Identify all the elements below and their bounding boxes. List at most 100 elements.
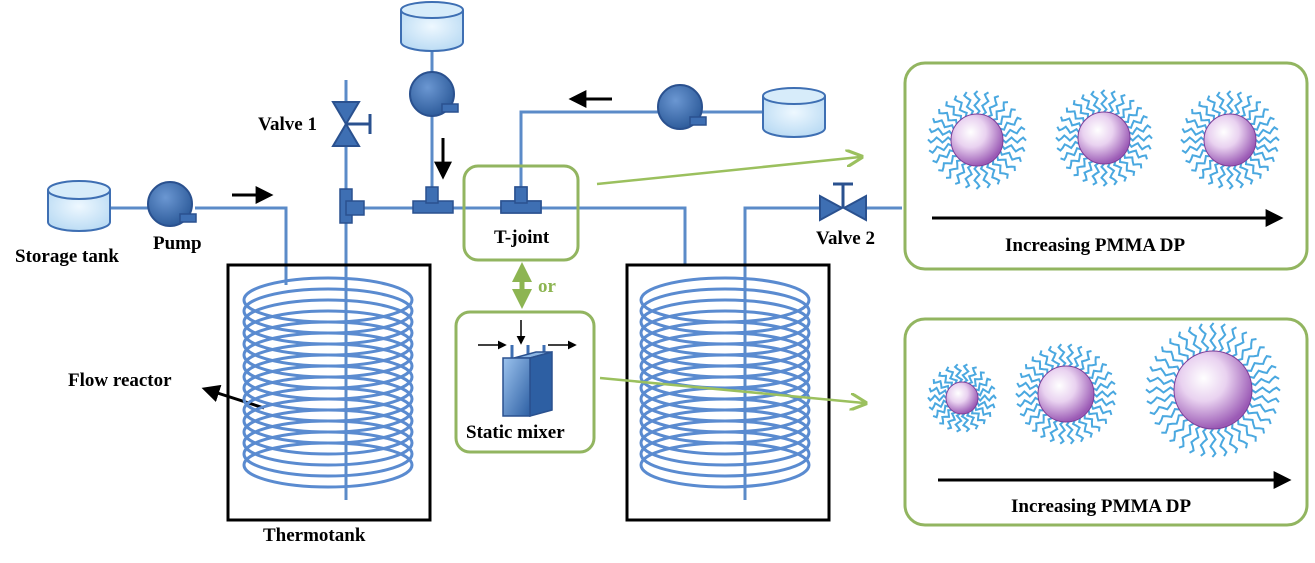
corona-chain <box>932 117 955 130</box>
flow-reactor-coil <box>242 276 414 489</box>
corona-chain <box>1057 421 1067 445</box>
corona-chain <box>999 150 1022 163</box>
corona-chain <box>1127 114 1148 130</box>
corona-chain <box>977 393 997 403</box>
corona-chain <box>1206 95 1221 117</box>
corona-chain <box>1057 343 1067 367</box>
corona-chain <box>1241 414 1265 434</box>
corona-chain <box>1128 124 1152 136</box>
valve-2-label: Valve 2 <box>816 228 875 249</box>
corona-chain <box>1209 322 1217 352</box>
corona-chain <box>1123 154 1143 169</box>
tee-valve-line <box>339 188 365 224</box>
corona-chain <box>1177 331 1195 357</box>
corona-chain <box>1129 134 1153 142</box>
corona-chain <box>1072 99 1090 118</box>
corona-chain <box>1100 89 1108 113</box>
corona-chain <box>1187 326 1202 354</box>
coil-turn <box>639 430 811 478</box>
corona-chain <box>1237 419 1257 442</box>
corona-chain <box>954 412 963 433</box>
corona-chain <box>1225 326 1237 355</box>
corona-chain <box>928 399 948 411</box>
corona-chain <box>1124 106 1143 124</box>
corona-chain <box>1090 404 1113 416</box>
coil-turn <box>639 408 811 456</box>
corona-chain <box>967 366 977 385</box>
corona-chain <box>1189 425 1201 454</box>
corona-chain <box>1019 372 1042 384</box>
particle-core <box>950 113 1004 167</box>
corona-chain <box>1118 158 1136 177</box>
coil-turn <box>242 408 414 456</box>
flow-reactor-coil-2 <box>639 276 811 489</box>
coil-turn <box>242 419 414 467</box>
corona-chain <box>1093 390 1117 398</box>
corona-chain <box>1249 364 1277 379</box>
particle-core <box>945 381 979 415</box>
corona-chain <box>1254 144 1279 153</box>
corona-chain <box>1056 140 1080 152</box>
corona-chain <box>987 95 1000 118</box>
corona-chain <box>932 149 954 164</box>
corona-chain <box>1084 356 1100 375</box>
corona-chain <box>1154 408 1180 426</box>
corona-chain <box>1246 354 1272 372</box>
corona-chain <box>1065 152 1084 170</box>
corona-chain <box>1250 394 1280 404</box>
corona-chain <box>1087 410 1108 424</box>
coil-turn <box>242 441 414 489</box>
corona-chain <box>975 377 992 392</box>
or-label: or <box>538 276 557 297</box>
pump-label: Pump <box>153 233 202 254</box>
corona-chain <box>997 108 1016 126</box>
corona-chain <box>945 159 961 179</box>
t-joint-box <box>462 164 580 262</box>
particles <box>927 89 1281 458</box>
corona-chain <box>1209 428 1217 458</box>
corona-chain <box>1001 144 1026 153</box>
corona-chain <box>927 393 947 403</box>
corona-chain <box>1073 157 1088 177</box>
flow-reactor-label: Flow reactor <box>68 370 172 391</box>
corona-chain <box>1001 125 1026 138</box>
corona-chain <box>970 409 986 425</box>
thermotank-right <box>625 263 831 522</box>
particle-core <box>1077 111 1131 165</box>
corona-chain <box>938 108 958 124</box>
corona-chain <box>947 411 957 430</box>
corona-chain <box>1056 125 1080 135</box>
corona-chain <box>1199 427 1209 457</box>
valve-1 <box>331 101 372 147</box>
pointer-to-top-panel <box>596 157 860 186</box>
corona-chain <box>1092 380 1116 392</box>
corona-chain <box>1216 427 1228 457</box>
corona-chain <box>1000 116 1022 131</box>
corona-chain <box>1088 363 1108 379</box>
corona-chain <box>1250 375 1280 387</box>
coil-turn <box>639 441 811 489</box>
corona-chain <box>1234 91 1243 116</box>
corona-chain <box>1092 397 1116 407</box>
storage-tank-top <box>400 1 464 52</box>
corona-chain <box>1107 90 1117 114</box>
corona-chain <box>1185 117 1208 130</box>
corona-chain <box>1224 426 1239 454</box>
corona-chain <box>996 156 1016 172</box>
corona-chain <box>961 363 970 384</box>
corona-chain <box>1178 422 1194 449</box>
corona-chain <box>1154 355 1181 371</box>
corona-chain <box>1217 164 1226 189</box>
corona-chain <box>1248 402 1277 414</box>
storage-tank-right <box>762 87 826 138</box>
corona-chain <box>1106 162 1118 186</box>
corona-chain <box>1198 101 1216 120</box>
corona-chain <box>1146 393 1176 405</box>
pointer-to-bottom-panel <box>599 376 864 403</box>
corona-chain <box>1255 136 1280 144</box>
corona-chain <box>1024 409 1044 425</box>
corona-chain <box>1082 160 1094 182</box>
corona-chain <box>1237 338 1257 362</box>
corona-chain <box>962 91 975 116</box>
